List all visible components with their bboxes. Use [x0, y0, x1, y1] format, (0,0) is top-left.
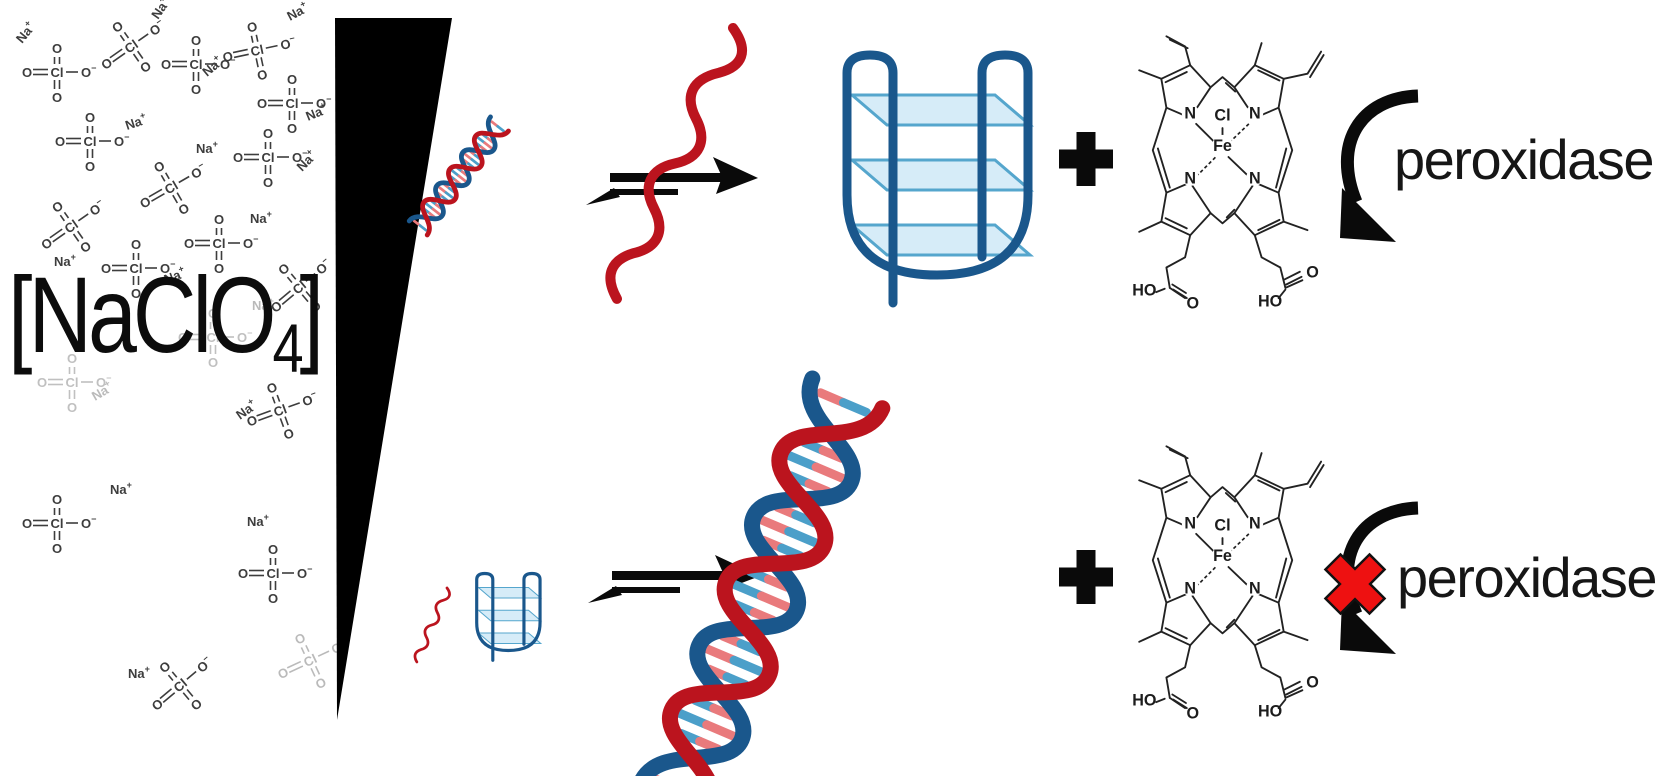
- ss-dna-squiggle-small: [410, 585, 454, 665]
- sodium-ion: [196, 139, 218, 156]
- g-quadruplex-icon-large: [847, 55, 1030, 303]
- perchlorate-ion: [132, 635, 233, 734]
- perchlorate-ion: [83, 0, 183, 94]
- plus-icon-top: [1059, 132, 1113, 186]
- sodium-ion: [128, 664, 150, 681]
- sodium-ion: [247, 512, 269, 529]
- sodium-ion: [122, 109, 149, 133]
- concentration-gradient-wedge: [335, 18, 452, 720]
- sodium-ion: [110, 480, 132, 497]
- ss-dna-squiggle-top: [599, 24, 751, 304]
- sodium-ion: [250, 209, 272, 226]
- hemin-structure-top: [1131, 35, 1325, 314]
- sodium-ion: [146, 0, 174, 22]
- plus-icon-bottom: [1059, 550, 1113, 604]
- svg-text:[NaClO4]: [NaClO4]: [8, 255, 320, 387]
- peroxidase-label-top: peroxidase: [1394, 128, 1653, 191]
- sodium-ion: [283, 0, 311, 24]
- perchlorate-ion: [21, 491, 98, 557]
- naclo4-concentration-label: [NaClO4]: [8, 255, 324, 387]
- hemin-structure-bottom: [1131, 445, 1325, 724]
- sodium-ion: [11, 18, 39, 46]
- perchlorate-ion: [21, 40, 98, 106]
- peroxidase-label-bottom: peroxidase: [1397, 546, 1656, 609]
- g-quadruplex-icon-small: [475, 571, 543, 662]
- perchlorate-ion: [237, 541, 314, 607]
- perchlorate-ion: [54, 109, 131, 175]
